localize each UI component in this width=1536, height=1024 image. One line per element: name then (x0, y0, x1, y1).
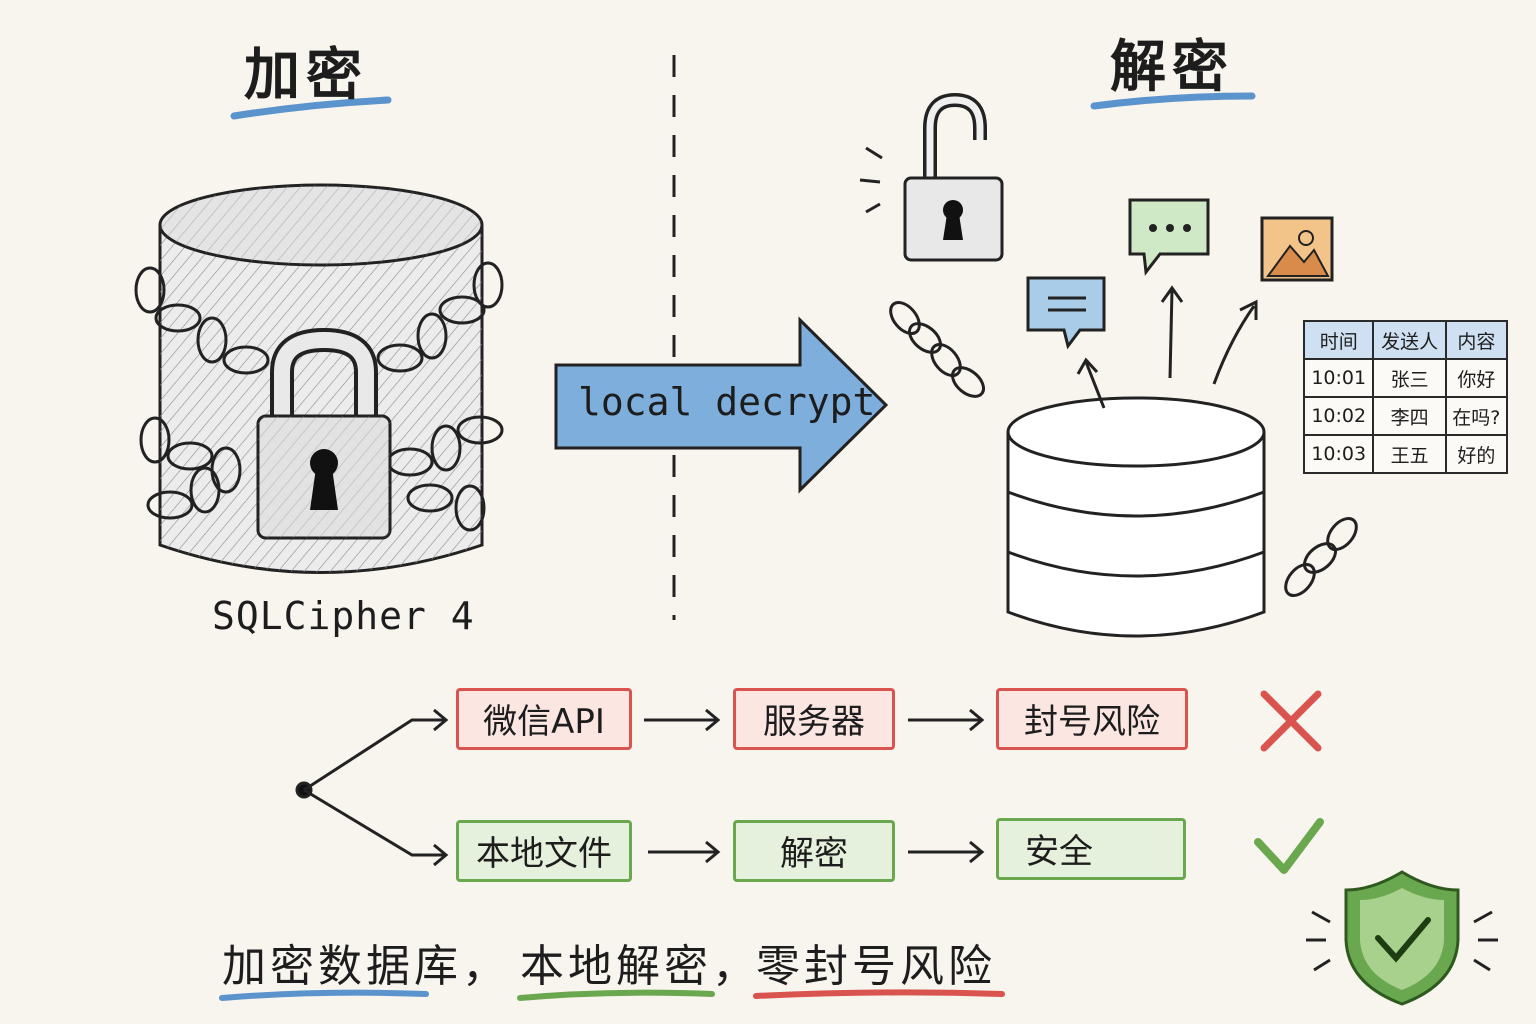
encrypt-underline (230, 96, 392, 120)
decrypt-arrow (554, 316, 889, 494)
flow-step-wechat-api: 微信API (456, 688, 632, 750)
image-icon (1260, 216, 1334, 282)
unlocked-padlock-icon (859, 92, 1004, 262)
encrypt-heading: 加密 (244, 43, 368, 108)
table-cell: 王五 (1372, 434, 1447, 474)
table-row: 10:01 张三 你好 (1302, 358, 1509, 398)
table-cell: 你好 (1444, 358, 1509, 398)
flow-branches (295, 708, 985, 867)
flow-step-local-file: 本地文件 (456, 820, 632, 882)
output-arrows (1076, 285, 1258, 409)
column-header: 发送人 (1372, 320, 1447, 360)
tagline-part-2: 本地解密， (520, 941, 760, 992)
chat-bubble-icon (1026, 276, 1106, 350)
tagline-underline-green (517, 989, 715, 1001)
table-cell: 好的 (1444, 434, 1509, 474)
shield-icon (1306, 870, 1498, 1006)
table-cell: 10:01 (1302, 358, 1375, 398)
table-row: 10:02 李四 在吗? (1302, 396, 1509, 436)
message-table: 时间 发送人 内容 10:01 张三 你好 10:02 李四 在吗? 10:03… (1302, 320, 1509, 474)
table-cell: 李四 (1372, 396, 1447, 436)
table-cell: 10:03 (1302, 434, 1375, 474)
cross-icon (1260, 690, 1322, 752)
column-header: 时间 (1302, 320, 1375, 360)
decrypt-heading: 解密 (1110, 35, 1234, 100)
tagline-part-3: 零封号风险 (756, 941, 996, 992)
table-cell: 张三 (1372, 358, 1447, 398)
padlock-icon (256, 327, 392, 540)
tagline-underline-blue (219, 989, 429, 1001)
encrypted-database-icon (158, 183, 484, 574)
arrow-label: local decrypt (578, 380, 876, 424)
broken-chain-icon (889, 301, 1358, 597)
table-cell: 10:02 (1302, 396, 1375, 436)
flow-step-ban-risk: 封号风险 (996, 688, 1188, 750)
flow-step-server: 服务器 (733, 688, 895, 750)
chain-icon (134, 261, 504, 532)
tagline-underline-red (753, 989, 1005, 999)
table-row: 10:03 王五 好的 (1302, 434, 1509, 474)
database-label: SQLCipher 4 (212, 594, 475, 638)
tagline-part-1: 加密数据库， (222, 941, 510, 992)
check-icon (1254, 818, 1324, 874)
typing-bubble-icon (1128, 198, 1210, 276)
column-header: 内容 (1444, 320, 1509, 360)
table-header-row: 时间 发送人 内容 (1302, 320, 1509, 360)
flow-step-safe: 安全 (996, 818, 1186, 880)
decrypted-database-icon (1006, 396, 1266, 638)
table-cell: 在吗? (1444, 396, 1509, 436)
flow-step-decrypt: 解密 (733, 820, 895, 882)
decrypt-underline (1090, 92, 1256, 110)
